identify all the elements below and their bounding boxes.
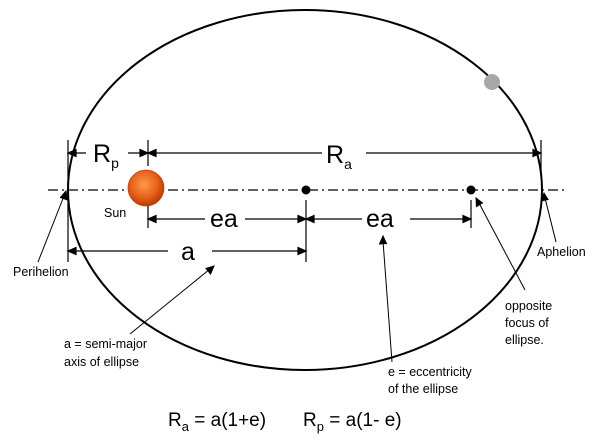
pointer-arrows	[37, 189, 557, 363]
sun-label: Sun	[104, 206, 126, 220]
dimension-arrows	[66, 148, 543, 256]
eccentricity-label-line2: of the ellipse	[388, 382, 458, 396]
perihelion-label: Perihelion	[13, 265, 69, 279]
formula-rp: Rp = a(1- e)	[303, 410, 402, 434]
semimajor-label-line1: a = semi-major	[64, 337, 147, 351]
formula-ra: Ra = a(1+e)	[168, 410, 266, 434]
ra-label: Ra	[326, 141, 352, 172]
focus-label-line3: ellipse.	[505, 333, 544, 347]
center-point	[301, 185, 311, 195]
sun	[127, 169, 165, 207]
focus-label-line2: focus of	[505, 316, 549, 330]
ea-left-label: ea	[210, 205, 238, 233]
semimajor-label-line2: axis of ellipse	[64, 355, 139, 369]
planet	[484, 74, 500, 90]
ea-right-label: ea	[366, 205, 394, 233]
eccentricity-label-line1: e = eccentricity	[388, 365, 472, 379]
rp-label: Rp	[93, 140, 119, 171]
opposite-focus-point	[466, 185, 476, 195]
a-label: a	[181, 238, 195, 266]
aphelion-label: Aphelion	[537, 245, 586, 259]
focus-label-line1: opposite	[505, 299, 552, 313]
